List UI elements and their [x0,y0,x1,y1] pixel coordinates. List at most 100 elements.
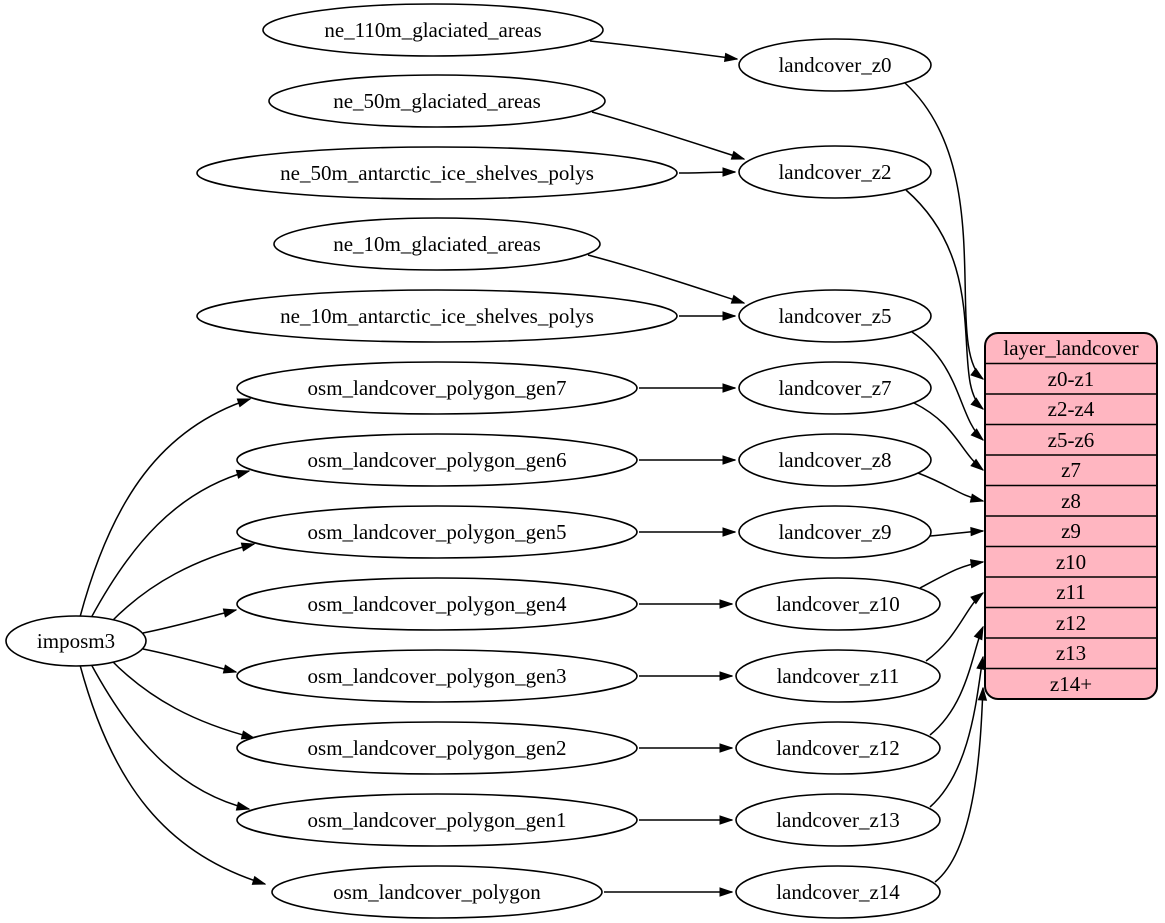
node-osm-landcover-polygon-gen7: osm_landcover_polygon_gen7 [236,361,638,415]
node-landcover-z7-label: landcover_z7 [778,376,891,400]
node-ne-50m-glaciated-areas: ne_50m_glaciated_areas [268,74,606,128]
node-landcover-z13-label: landcover_z13 [776,808,900,832]
node-osm-landcover-polygon-gen1-shape [236,793,638,847]
record-row-z12: z12 [1056,611,1086,635]
edge-ne50m-antarctic-to-landcover-z2 [678,172,735,173]
edge-landcover-z7-to-row-z7 [913,402,983,470]
edge-landcover-z13-to-row-z13 [929,657,983,808]
node-osm-landcover-polygon-gen6-label: osm_landcover_polygon_gen6 [308,448,567,472]
node-osm-landcover-polygon-label: osm_landcover_polygon [333,880,541,904]
record-row-z7: z7 [1061,458,1081,482]
node-osm-landcover-polygon-gen1: osm_landcover_polygon_gen1 [236,793,638,847]
node-landcover-z2-shape [738,145,932,199]
edge-imposm3-to-gen5 [109,544,254,624]
node-landcover-z13-shape [735,793,941,847]
node-osm-landcover-polygon-gen7-shape [236,361,638,415]
node-layer: imposm3 ne_110m_glaciated_areas ne_50m_g… [5,3,941,919]
node-landcover-z8-label: landcover_z8 [778,448,891,472]
edge-landcover-z0-to-row-z0-z1 [904,82,983,379]
node-landcover-z14: landcover_z14 [735,865,941,919]
edge-imposm3-to-gen4 [142,610,236,634]
record-row-z11: z11 [1056,580,1086,604]
node-landcover-z0: landcover_z0 [738,38,932,92]
node-landcover-z5-shape [738,289,932,343]
node-ne-110m-glaciated-areas: ne_110m_glaciated_areas [262,3,604,57]
node-osm-landcover-polygon-gen4: osm_landcover_polygon_gen4 [236,577,638,631]
node-landcover-z8: landcover_z8 [738,433,932,487]
node-osm-landcover-polygon-shape [271,865,603,919]
node-landcover-z0-shape [738,38,932,92]
node-osm-landcover-polygon-gen2: osm_landcover_polygon_gen2 [236,721,638,775]
node-ne-10m-antarctic-ice-shelves-polys-shape [196,289,678,343]
node-ne-50m-glaciated-areas-label: ne_50m_glaciated_areas [333,89,541,113]
edge-ne10m-glaciated-to-landcover-z5 [587,254,744,304]
edge-landcover-z2-to-row-z2-z4 [905,189,983,409]
node-landcover-z11: landcover_z11 [735,649,941,703]
node-imposm3: imposm3 [5,615,147,667]
node-landcover-z10-shape [735,577,941,631]
node-landcover-z14-label: landcover_z14 [776,880,900,904]
node-osm-landcover-polygon-gen2-label: osm_landcover_polygon_gen2 [308,736,567,760]
node-ne-50m-antarctic-ice-shelves-polys-label: ne_50m_antarctic_ice_shelves_polys [280,161,594,185]
node-landcover-z8-shape [738,433,932,487]
edge-ne110m-glaciated-to-landcover-z0 [589,40,737,59]
edge-imposm3-to-polygon [79,664,265,884]
node-osm-landcover-polygon-gen3-label: osm_landcover_polygon_gen3 [308,664,567,688]
record-title: layer_landcover [1003,336,1138,360]
record-row-z10: z10 [1056,550,1086,574]
node-osm-landcover-polygon-gen1-label: osm_landcover_polygon_gen1 [308,808,567,832]
node-ne-10m-antarctic-ice-shelves-polys: ne_10m_antarctic_ice_shelves_polys [196,289,678,343]
record-row-z5-z6: z5-z6 [1048,428,1095,452]
node-landcover-z2: landcover_z2 [738,145,932,199]
edge-landcover-z5-to-row-z5-z6 [911,331,983,440]
edge-landcover-z11-to-row-z11 [925,593,983,662]
node-osm-landcover-polygon-gen2-shape [236,721,638,775]
node-landcover-z14-shape [735,865,941,919]
node-osm-landcover-polygon-gen6: osm_landcover_polygon_gen6 [236,433,638,487]
node-osm-landcover-polygon-gen4-shape [236,577,638,631]
node-landcover-z9: landcover_z9 [738,505,932,559]
node-landcover-z5-label: landcover_z5 [778,304,891,328]
edge-layer [79,40,984,892]
node-landcover-z10-label: landcover_z10 [776,592,900,616]
edge-landcover-z14-to-row-z14 [934,688,983,883]
edge-imposm3-to-gen1 [90,663,249,809]
node-landcover-z12-shape [735,721,941,775]
node-landcover-z7: landcover_z7 [738,361,932,415]
edge-landcover-z9-to-row-z9 [929,531,983,537]
node-ne-110m-glaciated-areas-label: ne_110m_glaciated_areas [324,18,541,42]
node-ne-110m-glaciated-areas-shape [262,3,604,57]
node-landcover-z2-label: landcover_z2 [778,160,891,184]
node-ne-10m-glaciated-areas-shape [273,217,601,271]
node-osm-landcover-polygon-gen3: osm_landcover_polygon_gen3 [236,649,638,703]
record-row-z2-z4: z2-z4 [1048,397,1095,421]
node-landcover-z11-shape [735,649,941,703]
edge-imposm3-to-gen3 [142,648,236,672]
node-imposm3-shape [5,615,147,667]
edge-landcover-z8-to-row-z8 [917,472,983,501]
node-landcover-z13: landcover_z13 [735,793,941,847]
node-osm-landcover-polygon-gen3-shape [236,649,638,703]
record-row-z9: z9 [1061,519,1081,543]
edge-landcover-z12-to-row-z12 [929,627,984,736]
node-layer-landcover-record: layer_landcover z0-z1 z2-z4 z5-z6 z7 z8 … [984,332,1158,700]
record-row-z14: z14+ [1050,672,1092,696]
node-landcover-z10: landcover_z10 [735,577,941,631]
node-landcover-z11-label: landcover_z11 [777,664,900,688]
node-landcover-z9-shape [738,505,932,559]
node-ne-50m-antarctic-ice-shelves-polys-shape [196,146,678,200]
node-osm-landcover-polygon: osm_landcover_polygon [271,865,603,919]
node-landcover-z0-label: landcover_z0 [778,53,891,77]
node-landcover-z9-label: landcover_z9 [778,520,891,544]
node-landcover-z12: landcover_z12 [735,721,941,775]
edge-imposm3-to-gen7 [79,398,250,618]
node-imposm3-label: imposm3 [37,629,115,653]
record-row-z0-z1: z0-z1 [1048,367,1095,391]
node-osm-landcover-polygon-gen6-shape [236,433,638,487]
node-ne-50m-antarctic-ice-shelves-polys: ne_50m_antarctic_ice_shelves_polys [196,146,678,200]
edge-imposm3-to-gen6 [90,471,249,619]
node-landcover-z5: landcover_z5 [738,289,932,343]
record-row-z13: z13 [1056,641,1086,665]
